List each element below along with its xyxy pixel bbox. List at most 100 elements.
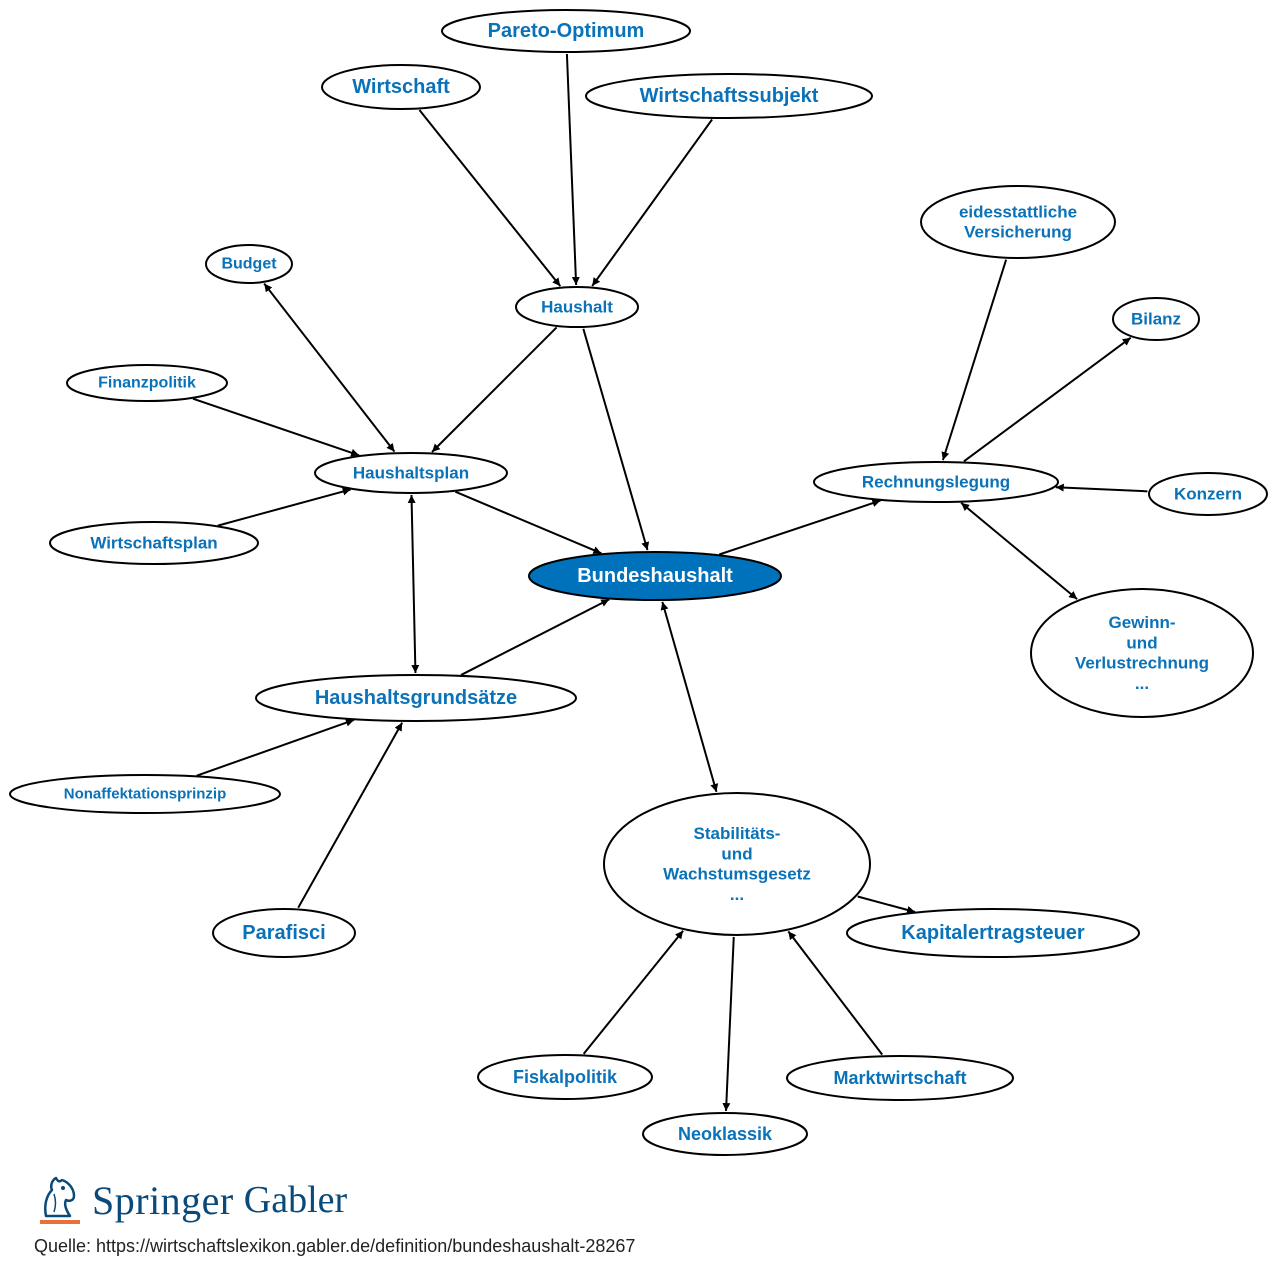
edge-wirtschaftssubjekt-to-haushalt	[591, 118, 713, 287]
edge-haushaltsplan-to-budget	[263, 282, 396, 453]
node-ellipse[interactable]	[786, 1055, 1014, 1101]
node-rechnungslegung[interactable]: Rechnungslegung	[813, 461, 1059, 503]
node-stabg[interactable]: Stabilitäts-undWachstumsgesetz...	[603, 792, 871, 936]
edge-stabg-to-neoklassik	[722, 936, 735, 1112]
node-marktwirtschaft[interactable]: Marktwirtschaft	[786, 1055, 1014, 1101]
node-label: Neoklassik	[678, 1124, 773, 1144]
edge-finanzpolitik-to-haushaltsplan	[192, 397, 360, 457]
node-ellipse[interactable]	[920, 185, 1116, 259]
edge-fiskalpolitik-to-stabg	[582, 930, 684, 1055]
node-label: ...	[730, 885, 744, 904]
node-guv[interactable]: Gewinn-undVerlustrechnung...	[1030, 588, 1254, 718]
node-label: Nonaffektationsprinzip	[64, 786, 227, 803]
node-ellipse[interactable]	[1148, 472, 1268, 516]
node-label: Finanzpolitik	[98, 375, 196, 392]
edge-haushalt-to-haushaltsplan	[431, 326, 558, 453]
edge-konzern-to-rechnungslegung	[1055, 483, 1148, 493]
node-pareto[interactable]: Pareto-Optimum	[441, 9, 691, 53]
edge-nonaffektation-to-haushaltsgrundsaetze	[196, 718, 355, 777]
node-neoklassik[interactable]: Neoklassik	[642, 1112, 808, 1156]
node-label: Haushaltsgrundsätze	[315, 687, 517, 709]
node-ellipse[interactable]	[603, 792, 871, 936]
node-label: Haushalt	[541, 298, 613, 317]
node-label: Budget	[221, 256, 277, 273]
node-label: Wachstumsgesetz	[663, 865, 811, 884]
edge-bundeshaushalt-to-rechnungslegung	[718, 499, 881, 556]
edge-parafisci-to-haushaltsgrundsaetze	[297, 722, 404, 909]
node-ellipse[interactable]	[515, 286, 639, 328]
node-label: und	[1126, 633, 1157, 652]
node-label: Konzern	[1174, 485, 1242, 504]
node-ellipse[interactable]	[1030, 588, 1254, 718]
node-konzern[interactable]: Konzern	[1148, 472, 1268, 516]
node-parafisci[interactable]: Parafisci	[212, 908, 356, 958]
node-bilanz[interactable]: Bilanz	[1112, 297, 1200, 341]
node-ellipse[interactable]	[321, 64, 481, 110]
node-label: Wirtschaft	[352, 76, 450, 98]
node-ellipse[interactable]	[528, 551, 782, 601]
node-ellipse[interactable]	[205, 244, 293, 284]
node-label: Fiskalpolitik	[513, 1067, 618, 1087]
node-ellipse[interactable]	[585, 73, 873, 119]
source-citation: Quelle: https://wirtschaftslexikon.gable…	[34, 1236, 636, 1256]
node-ellipse[interactable]	[477, 1054, 653, 1100]
edge-stabg-to-kapitalertragsteuer	[857, 895, 916, 914]
node-label: Verlustrechnung	[1075, 654, 1209, 673]
node-ellipse[interactable]	[441, 9, 691, 53]
logo-word-gabler: Gabler	[243, 1179, 348, 1221]
edge-haushaltsplan-to-haushaltsgrundsaetze	[407, 494, 420, 674]
node-label: Kapitalertragsteuer	[901, 922, 1085, 944]
node-haushaltsgrundsaetze[interactable]: Haushaltsgrundsätze	[255, 674, 577, 722]
edge-haushaltsgrundsaetze-to-bundeshaushalt	[460, 598, 610, 676]
edge-rechnungslegung-to-bilanz	[963, 336, 1132, 463]
logo-word-springer: Springer	[92, 1177, 234, 1223]
edges-layer	[192, 53, 1148, 1112]
node-wirtschaftssubjekt[interactable]: Wirtschaftssubjekt	[585, 73, 873, 119]
edge-bundeshaushalt-to-stabg	[660, 601, 719, 793]
edge-pareto-to-haushalt	[565, 53, 580, 286]
node-ellipse[interactable]	[9, 774, 281, 814]
edge-haushaltsplan-to-bundeshaushalt	[454, 490, 602, 555]
node-ellipse[interactable]	[314, 452, 508, 494]
node-ellipse[interactable]	[1112, 297, 1200, 341]
edge-rechnungslegung-to-guv	[960, 502, 1078, 600]
node-ellipse[interactable]	[255, 674, 577, 722]
edge-marktwirtschaft-to-stabg	[787, 930, 884, 1056]
node-label: Pareto-Optimum	[488, 20, 645, 42]
node-ellipse[interactable]	[846, 908, 1140, 958]
node-ellipse[interactable]	[66, 364, 228, 402]
node-label: Wirtschaftsplan	[90, 534, 217, 553]
node-label: Haushaltsplan	[353, 464, 469, 483]
node-wirtschaftsplan[interactable]: Wirtschaftsplan	[49, 521, 259, 565]
node-ellipse[interactable]	[49, 521, 259, 565]
node-label: Rechnungslegung	[862, 473, 1010, 492]
node-label: Marktwirtschaft	[833, 1068, 966, 1088]
node-finanzpolitik[interactable]: Finanzpolitik	[66, 364, 228, 402]
edge-haushalt-to-bundeshaushalt	[582, 328, 650, 551]
node-haushaltsplan[interactable]: Haushaltsplan	[314, 452, 508, 494]
node-label: und	[721, 844, 752, 863]
node-label: Versicherung	[964, 223, 1072, 242]
node-label: Stabilitäts-	[694, 824, 781, 843]
node-bundeshaushalt[interactable]: Bundeshaushalt	[528, 551, 782, 601]
node-ellipse[interactable]	[813, 461, 1059, 503]
node-label: Bundeshaushalt	[577, 565, 733, 587]
node-wirtschaft[interactable]: Wirtschaft	[321, 64, 481, 110]
node-label: Gewinn-	[1108, 613, 1175, 632]
node-kapitalertragsteuer[interactable]: Kapitalertragsteuer	[846, 908, 1140, 958]
node-budget[interactable]: Budget	[205, 244, 293, 284]
node-label: ...	[1135, 674, 1149, 693]
node-nonaffektation[interactable]: Nonaffektationsprinzip	[9, 774, 281, 814]
node-fiskalpolitik[interactable]: Fiskalpolitik	[477, 1054, 653, 1100]
node-label: Bilanz	[1131, 310, 1181, 329]
edge-wirtschaftsplan-to-haushaltsplan	[217, 487, 352, 527]
springer-gabler-logo: Springer Gabler	[36, 1172, 347, 1228]
node-ellipse[interactable]	[212, 908, 356, 958]
node-ellipse[interactable]	[642, 1112, 808, 1156]
edge-eidesstattliche-to-rechnungslegung	[941, 259, 1008, 461]
node-label: eidesstattliche	[959, 202, 1077, 221]
node-haushalt[interactable]: Haushalt	[515, 286, 639, 328]
